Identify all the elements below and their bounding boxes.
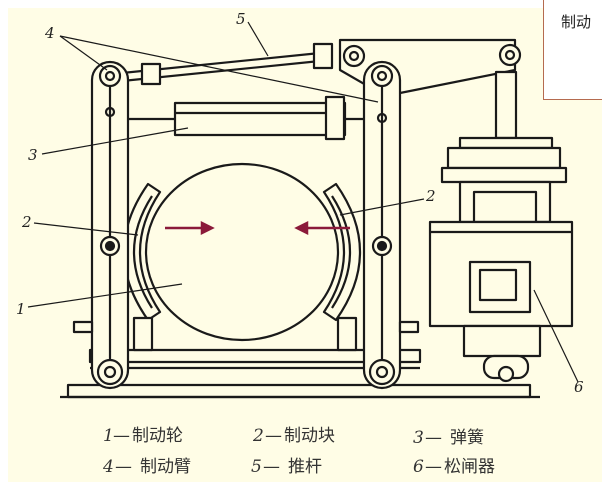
right-brake-shoe-lining — [331, 195, 352, 309]
push-rod-nut — [140, 62, 162, 86]
legend-text: 推杆 — [288, 457, 322, 477]
left-stop-block — [132, 316, 154, 352]
left-adjust-screw — [72, 320, 94, 334]
leader-line-6 — [533, 289, 579, 383]
force-arrow-right-head — [294, 220, 309, 236]
lever-pivot-inner — [348, 50, 360, 62]
legend-dash: — — [113, 426, 130, 446]
legend-dash: — — [425, 428, 442, 448]
legend-number: 5 — [251, 457, 262, 477]
part-label-1: 1 — [16, 300, 26, 318]
leader-line-3 — [41, 127, 189, 155]
right-arm-top-pin — [370, 64, 394, 88]
right-arm-hole — [376, 112, 388, 124]
part-label-2-right: 2 — [425, 187, 436, 205]
thruster-neck-detail — [472, 190, 538, 224]
part-label-4: 4 — [44, 24, 55, 42]
part-label-5: 5 — [236, 10, 246, 28]
right-arm-mid-pin-inner — [376, 240, 388, 252]
spring-cap — [324, 95, 346, 141]
left-arm-bottom-pin — [96, 358, 124, 386]
legend-text: 制动轮 — [132, 426, 183, 446]
legend-number: 4 — [102, 457, 114, 477]
left-arm-hole — [104, 106, 116, 118]
thruster-base — [462, 324, 542, 358]
left-arm-bottom-pin-inner — [103, 365, 117, 379]
legend-dash: — — [263, 457, 280, 477]
thruster-window-inner — [478, 268, 518, 302]
right-arm-bottom-pin — [368, 358, 396, 386]
right-arm-bottom-pin-inner — [375, 365, 389, 379]
part-label-3: 3 — [28, 146, 38, 164]
right-brake-shoe — [322, 182, 361, 322]
push-rod-nut — [312, 42, 334, 70]
legend-item: 3 — 弹簧 — [413, 428, 484, 448]
lever-pivot-inner — [504, 49, 516, 61]
right-arm-top-pin-inner — [376, 70, 388, 82]
legend-item: 5 — 推杆 — [251, 457, 322, 477]
lever-pivot — [498, 43, 522, 67]
thruster-top-cap — [458, 136, 554, 150]
right-adjust-screw — [398, 320, 420, 334]
legend-number: 2 — [252, 426, 264, 446]
legend-text: 制动臂 — [140, 457, 191, 477]
legend-dash: — — [425, 457, 442, 477]
leader-line-2-left — [33, 222, 139, 236]
thruster-cap — [446, 146, 562, 170]
legend-item: 2 — 制动块 — [252, 426, 335, 446]
force-arrow-left-head — [200, 220, 215, 236]
legend-text: 松闸器 — [444, 457, 495, 477]
legend-text: 弹簧 — [450, 428, 484, 448]
spring-body — [173, 101, 347, 137]
actuator-rod — [494, 70, 518, 140]
left-arm-top-pin-inner — [104, 70, 116, 82]
left-arm-top-pin — [98, 64, 122, 88]
leader-line-2-right — [339, 198, 425, 216]
lever-pivot — [342, 44, 366, 68]
legend-item: 6 — 松闸器 — [413, 457, 495, 477]
leader-line-4b — [59, 35, 379, 103]
legend-dash: — — [115, 457, 132, 477]
leader-line-5 — [247, 21, 269, 57]
left-brake-shoe-lining — [132, 195, 153, 309]
brake-wheel — [144, 162, 340, 342]
legend-item: 1 — 制动轮 — [103, 426, 183, 446]
legend-dash: — — [265, 426, 282, 446]
thruster-upper-body — [440, 166, 568, 184]
callout-text: 制动 — [561, 13, 592, 31]
part-label-2-left: 2 — [21, 213, 32, 231]
callout-box: 制动 — [543, 0, 602, 100]
right-stop-block — [336, 316, 358, 352]
legend-number: 6 — [413, 457, 424, 477]
legend-text: 制动块 — [284, 426, 335, 446]
thruster-foot-pin — [497, 365, 515, 383]
part-label-6: 6 — [574, 378, 584, 396]
leader-line-4a — [59, 35, 108, 71]
left-arm-mid-pin-inner — [104, 240, 116, 252]
base-plate — [66, 383, 532, 399]
legend-number: 3 — [413, 428, 424, 448]
legend-item: 4 — 制动臂 — [102, 457, 191, 477]
legend: 1 — 制动轮 2 — 制动块 3 — 弹簧 4 — 制动臂 5 — 推杆 6 … — [102, 426, 495, 477]
legend-number: 1 — [103, 426, 114, 446]
leader-line-1 — [27, 283, 183, 308]
base-rail — [88, 348, 422, 364]
